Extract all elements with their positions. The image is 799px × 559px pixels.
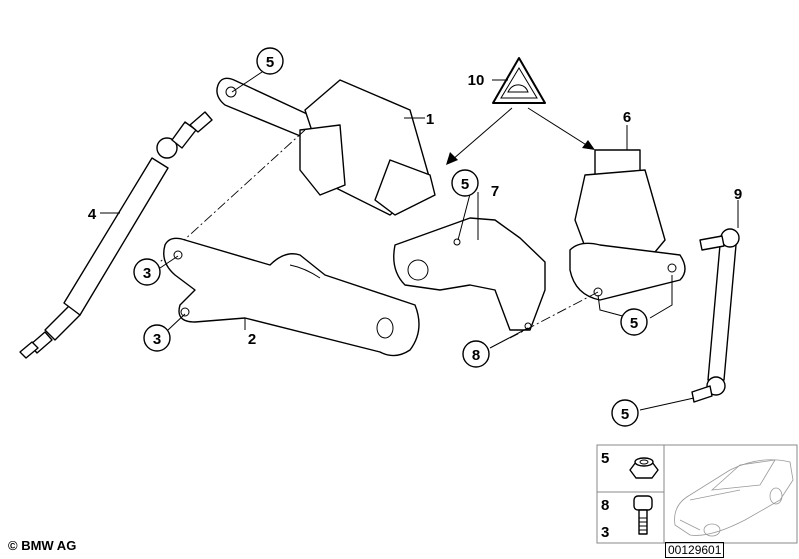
inset-label-nut: 5 [601, 450, 609, 467]
callout-6: 6 [623, 109, 631, 126]
hardware-inset: 5 8 3 [596, 444, 798, 544]
callout-2: 2 [248, 331, 256, 348]
inset-label-bolt: 8 [601, 497, 609, 514]
callout-1: 1 [426, 111, 434, 128]
inset-label-bolt: 3 [601, 524, 609, 541]
part-7-bracket [393, 217, 546, 331]
part-9-coupling-link [691, 228, 740, 403]
callout-8: 8 [472, 347, 480, 364]
part-2-bracket [163, 237, 420, 357]
callout-10: 10 [468, 72, 485, 89]
callout-3: 3 [153, 331, 161, 348]
car-silhouette-icon [674, 459, 794, 537]
part-4-link-rod [19, 111, 213, 359]
part-6-height-sensor [569, 149, 686, 301]
callouts: 5 3 3 5 8 5 5 1 2 4 6 7 9 10 [88, 47, 742, 427]
callout-5: 5 [461, 176, 469, 193]
callout-5: 5 [621, 406, 629, 423]
part-1-height-sensor [216, 77, 436, 216]
callout-5: 5 [266, 54, 274, 71]
diagram-number: 00129601 [665, 542, 725, 558]
nut-icon [629, 457, 659, 479]
callout-4: 4 [88, 206, 97, 223]
callout-9: 9 [734, 186, 742, 203]
callout-5: 5 [630, 315, 638, 332]
arrows [446, 107, 595, 165]
bolt-icon [633, 495, 653, 535]
leader-lines [100, 71, 739, 411]
callout-3: 3 [143, 265, 151, 282]
copyright-text: © BMW AG [8, 538, 77, 553]
callout-7: 7 [491, 183, 499, 200]
